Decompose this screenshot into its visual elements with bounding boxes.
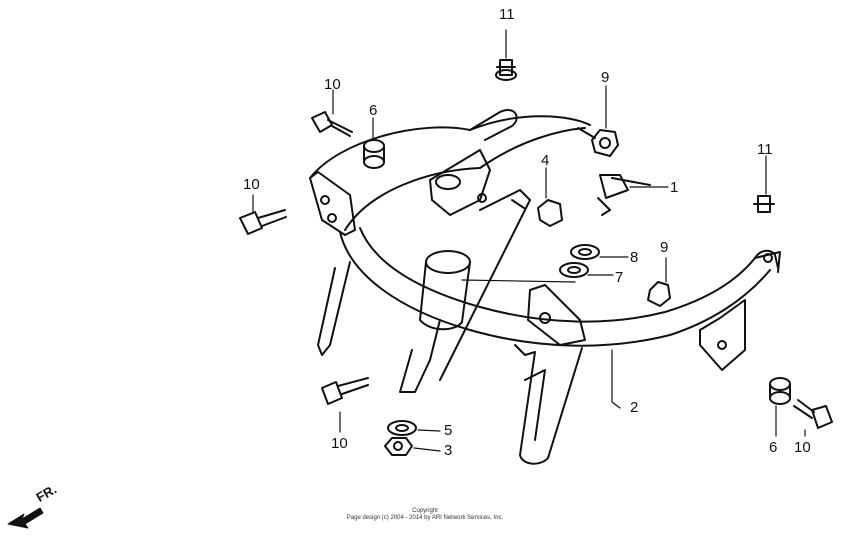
washer-8: [570, 244, 600, 260]
nut-9-lower: [647, 281, 671, 307]
center-bracket: [514, 284, 586, 465]
front-arrow-icon: [7, 507, 44, 529]
callout-4: 4: [541, 152, 550, 169]
leader-lines: [252, 29, 806, 452]
main-frame: [309, 109, 779, 347]
bolt-11-top: [495, 59, 517, 81]
nut-9-upper: [577, 127, 619, 157]
callout-10-upper-left: 10: [324, 76, 341, 93]
bolt-10-left: [239, 209, 287, 235]
callout-10-lower-right: 10: [794, 439, 811, 456]
nut-4: [511, 199, 563, 227]
bolt-11-right: [753, 195, 775, 213]
copyright-notice: Copyright Page design (c) 2004 - 2014 by…: [300, 508, 550, 522]
callout-10-lower-left: 10: [331, 435, 348, 452]
callout-11-top: 11: [499, 6, 515, 23]
callout-6-upper: 6: [369, 102, 378, 119]
callout-6-lower: 6: [769, 439, 778, 456]
bolt-10-upper-left: [311, 111, 353, 137]
right-bracket: [699, 251, 781, 371]
collar-6-lower: [769, 377, 791, 405]
callout-5: 5: [444, 422, 453, 439]
callout-8: 8: [630, 249, 639, 266]
bolt-10-lower-right: [793, 399, 833, 429]
nut-3: [384, 437, 413, 456]
callout-10-left: 10: [243, 176, 260, 193]
upper-bracket: [429, 149, 491, 216]
callout-1: 1: [670, 179, 679, 196]
copyright-line-2: Page design (c) 2004 - 2014 by ARI Netwo…: [346, 515, 504, 521]
copyright-line-1: Copyright: [412, 508, 438, 514]
callout-9-lower: 9: [660, 239, 669, 256]
washer-5: [387, 420, 417, 436]
callout-3: 3: [444, 442, 453, 459]
switch-1: [597, 174, 651, 216]
callout-9-upper: 9: [601, 69, 610, 86]
left-bracket: [309, 171, 356, 356]
callout-7: 7: [615, 269, 624, 286]
head-pipe: [399, 189, 531, 393]
callout-11-right: 11: [757, 141, 773, 158]
bolt-10-lower-left: [321, 377, 369, 405]
callout-2: 2: [630, 399, 639, 416]
washer-7: [559, 262, 589, 278]
collar-6-upper: [363, 139, 385, 169]
